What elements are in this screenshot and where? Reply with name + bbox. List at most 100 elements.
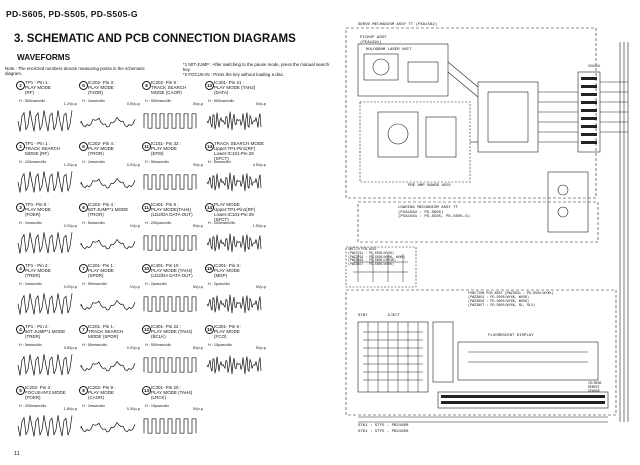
- waveform-path: [80, 238, 136, 250]
- voltage-amplitude: 4.5Vp-p: [252, 163, 266, 167]
- measuring-point-number: 4: [16, 325, 25, 334]
- waveform-label: IC301- Pin 20 : PLAY MODE (TAH4) (LRCK): [151, 385, 193, 400]
- waveform-label: IC301- Pin 3 : PLAY MODE (MDP): [214, 263, 242, 278]
- waveform-trace: [143, 296, 197, 312]
- horizontal-scale: H : 1msec/div: [82, 99, 105, 103]
- waveform-path: [143, 174, 197, 190]
- waveform-path: [143, 418, 197, 434]
- horizontal-scale: H : 5msec/div: [208, 160, 231, 164]
- measuring-point-number: 14: [205, 203, 214, 212]
- ir-sensor-label: IR/SENS REMOTE SENSOR: [588, 381, 602, 393]
- horizontal-scale: H : 5msec/div: [82, 221, 105, 225]
- waveform-trace: [143, 174, 197, 190]
- horizontal-scale: H : 50msec/div: [82, 282, 108, 286]
- waveform-label: IC301- Pin 22 : PLAY MODE (TAH4) (BCLK): [151, 324, 193, 339]
- waveform-label: IC202- Pin 3 : PLAY MODE (F2OR): [88, 80, 116, 95]
- waveform-trace: [143, 357, 197, 373]
- measuring-point-number: 14: [205, 142, 214, 151]
- waveform-path: [206, 111, 262, 131]
- waveform-trace: [17, 110, 73, 132]
- bottom-label-2: STK1 : STY5 - PB21600: [358, 430, 409, 434]
- waveform-label: IC301- Pin 21 : PLAY MODE (TAH2) (DATA): [214, 80, 256, 95]
- waveform-label: TP1 - Pin 2 : 50T-JUMP*1 MODE (TRER): [25, 324, 66, 339]
- waveform-trace: [206, 233, 262, 253]
- voltage-amplitude: 3Vp-p: [192, 163, 203, 167]
- horizontal-scale: H : 500nsec/div: [19, 99, 46, 103]
- waveform-trace: [17, 415, 73, 437]
- waveform-path: [80, 116, 136, 128]
- horizontal-scale: H : 1msec/div: [19, 221, 42, 225]
- waveform-path: [17, 354, 73, 376]
- waveform-path: [17, 171, 73, 193]
- horizontal-scale: H : 1msec/div: [82, 160, 105, 164]
- waveform-path: [80, 299, 136, 311]
- waveform-trace: [143, 113, 197, 129]
- measuring-point-number: 11: [142, 203, 151, 212]
- measuring-point-number: 16: [205, 325, 214, 334]
- waveform-path: [206, 233, 262, 253]
- waveform-label: IC301- Pin 9 : PLAY MODE (FCO): [214, 324, 242, 339]
- section-title: 3. SCHEMATIC AND PCB CONNECTION DIAGRAMS: [14, 33, 296, 45]
- horizontal-scale: H : 500nsec/div: [145, 99, 172, 103]
- waveform-path: [17, 415, 73, 437]
- horizontal-scale: H : 500nsec/div: [145, 343, 172, 347]
- measuring-point-number: 13: [205, 81, 214, 90]
- horizontal-scale: H : 10μsec/div: [145, 404, 170, 408]
- horizontal-scale: H : 2msec/div: [82, 404, 105, 408]
- horizontal-scale: H : 1msec/div: [19, 282, 42, 286]
- horizontal-scale: H : 200msec/div: [208, 221, 236, 225]
- waveform-label: IC201- Pin 1 : TRACK SEARCH MODE (SPDR): [88, 324, 124, 339]
- waveform-label: TP1 - Pin 2 : PLAY MODE (TRER): [25, 263, 51, 278]
- voltage-amplitude: 5Vp-p: [255, 102, 266, 106]
- waveform-trace: [17, 232, 73, 254]
- voltage-amplitude: 3.5Vp-p: [63, 346, 77, 350]
- horizontal-scale: H : 5msec/div: [19, 343, 42, 347]
- voltage-amplitude: 0.2Vp-p: [126, 163, 140, 167]
- waveform-path: [206, 294, 262, 314]
- loading-mech-label: LOADING MECHANISM ASSY TT (PXA1582 : PD-…: [398, 206, 471, 220]
- voltage-amplitude: 5Vp-p: [192, 407, 203, 411]
- waveforms-heading: WAVEFORMS: [17, 53, 71, 62]
- measuring-point-number: 11: [142, 142, 151, 151]
- horizontal-scale: H : 50nsec/div: [145, 160, 170, 164]
- function-pcb-label: FUNCTION PCB ASSY (PWZ3831 : PD-S505/WYX…: [468, 292, 554, 308]
- waveform-trace: [206, 294, 262, 314]
- schematic-drawing: [345, 27, 629, 423]
- stby-label: STBY: [358, 314, 368, 318]
- jump-notes: *1 50T-JUMP : After switching to the pau…: [183, 62, 330, 78]
- measuring-point-number: 4: [16, 264, 25, 273]
- waveform-trace: [80, 299, 136, 311]
- waveform-label: IC202- Pin 3 : FOCUS-IN*2 MODE (FOER): [25, 385, 66, 400]
- measuring-point-number: 13: [142, 386, 151, 395]
- voltage-amplitude: 5Vp-p: [192, 224, 203, 228]
- measuring-point-number: 2: [16, 142, 25, 151]
- switch-pcb-label: SWITCH PCB ASSY (PWZ3791 : PD-S505/WYXK)…: [348, 247, 406, 267]
- horizontal-scale: H : 10μsec/div: [208, 343, 233, 347]
- waveform-label: IC151- Pin 32 : PLAY MODE (EFM): [151, 141, 182, 156]
- measuring-point-number: 6: [79, 142, 88, 151]
- waveform-path: [17, 293, 73, 315]
- voltage-amplitude: 5Vp-p: [192, 346, 203, 350]
- voltage-amplitude: 1Vp-p: [129, 224, 140, 228]
- horizontal-scale: H : 100msec/div: [19, 160, 47, 164]
- waveform-label: IC202- Pin 4 : 50T-JUMP*1 MODE (TROR): [88, 202, 129, 217]
- pre-amp-label: PRE AMP BOARD ASSY: [408, 184, 452, 188]
- waveform-label: TP1- Pin 5 : PLAY MODE (FOER): [25, 202, 51, 217]
- measuring-point-number: 5: [79, 81, 88, 90]
- waveform-trace: [17, 293, 73, 315]
- waveform-label: IC202- Pin 9 : TRACK SEARCH MODE (CAOR): [151, 80, 187, 95]
